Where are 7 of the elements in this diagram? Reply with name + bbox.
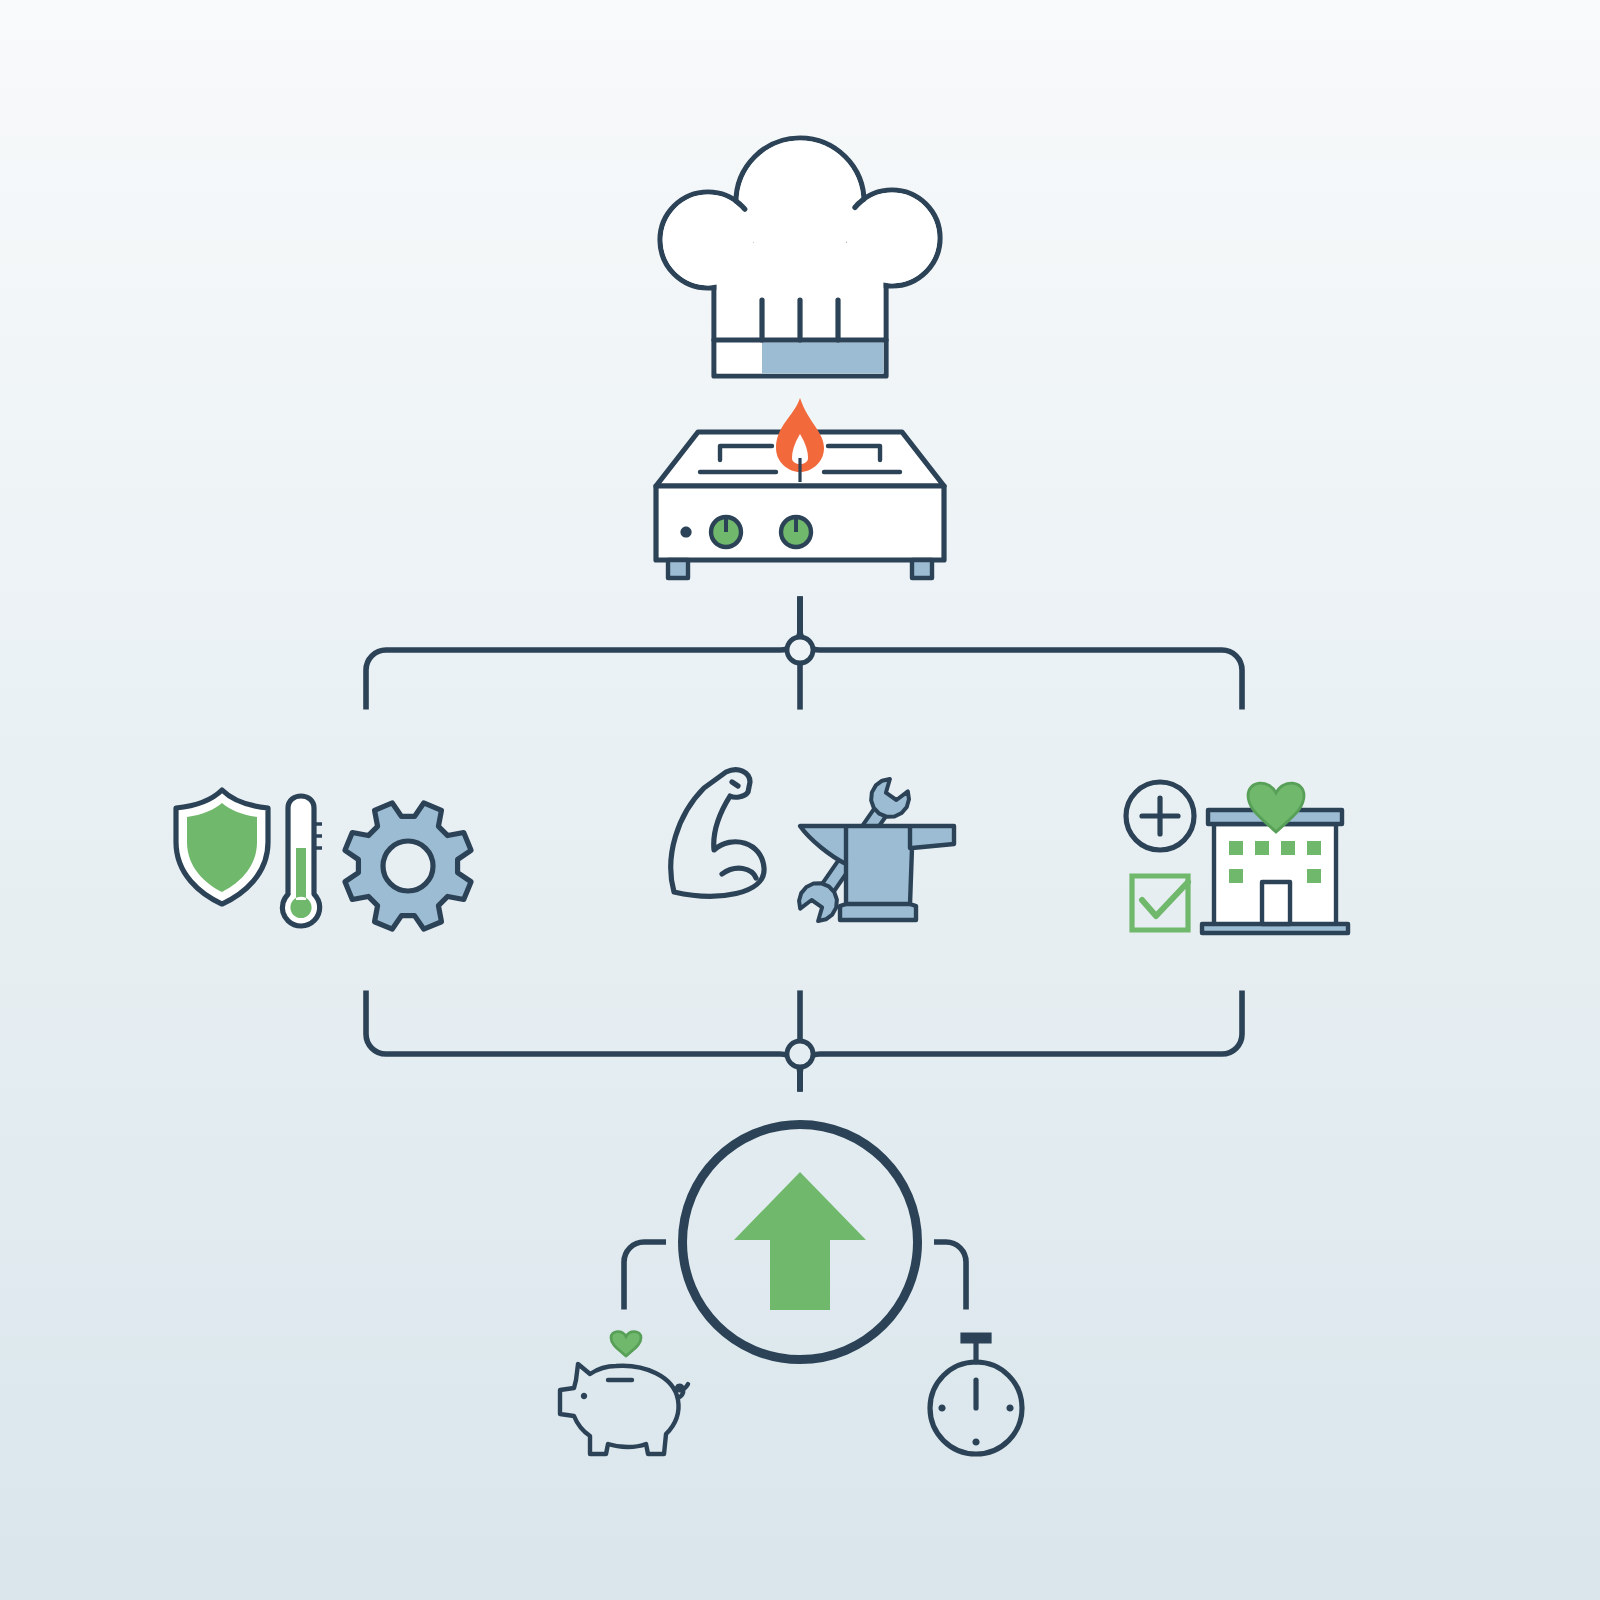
stopwatch-icon [927, 1332, 1025, 1457]
connector-line [621, 1239, 666, 1310]
piggy-bank-icon [557, 1330, 691, 1457]
connector-line [797, 596, 1245, 710]
stove-icon [653, 398, 947, 581]
connector-line [797, 990, 1245, 1092]
chef-hat-icon [657, 135, 943, 379]
